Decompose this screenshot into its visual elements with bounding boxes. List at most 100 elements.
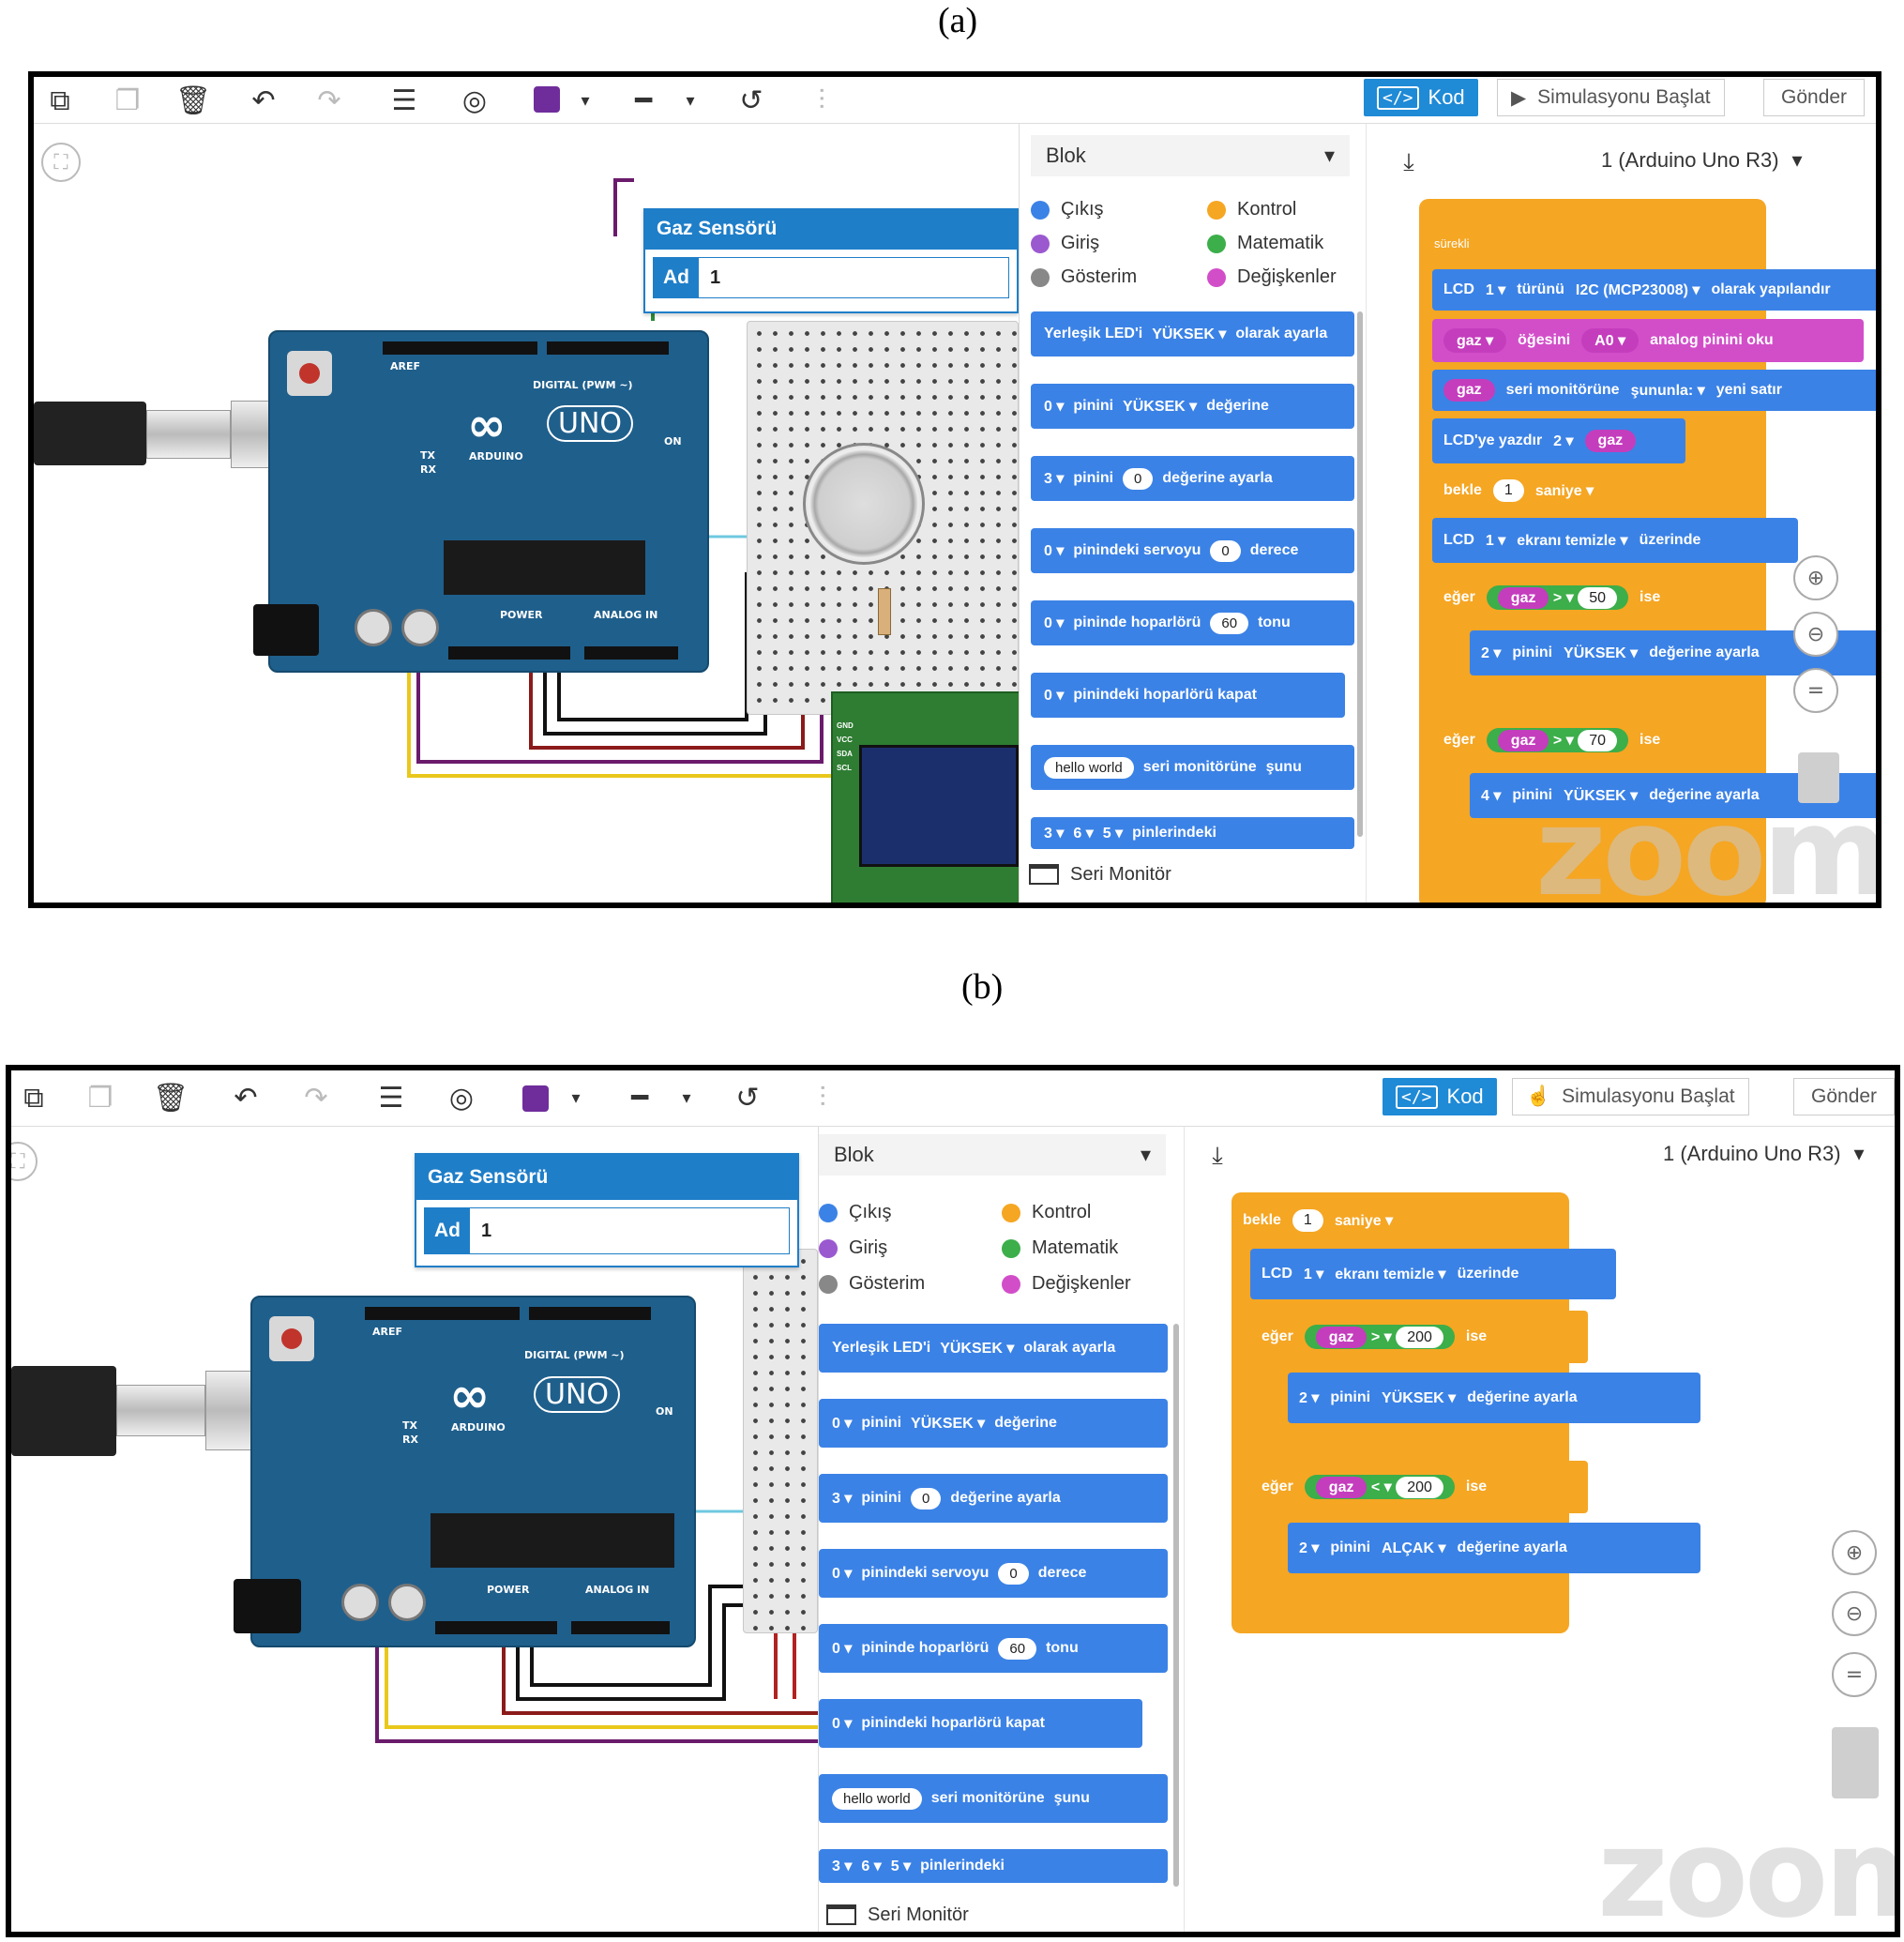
category-variables[interactable]: Değişkenler — [1002, 1273, 1131, 1295]
undo-icon[interactable]: ↶ — [234, 1081, 258, 1115]
undo-icon[interactable]: ↶ — [251, 83, 276, 117]
fit-icon[interactable]: = — [1793, 668, 1838, 713]
mirror-icon[interactable]: ⫶ — [819, 1081, 826, 1115]
reset-button[interactable] — [287, 351, 332, 396]
mirror-icon[interactable]: ⫶ — [818, 83, 825, 117]
category-input[interactable]: Giriş — [819, 1237, 887, 1259]
color-swatch-icon[interactable] — [522, 1085, 549, 1112]
arduino-uno-board[interactable]: DIGITAL (PWM ~) AREF ∞ UNO ARDUINO TX RX… — [253, 330, 709, 673]
annotation-icon[interactable]: ◎ — [461, 83, 488, 117]
chevron-down-icon[interactable]: ▾ — [571, 1087, 581, 1108]
serial-monitor-button[interactable]: Seri Monitör — [1029, 856, 1357, 893]
wire-type-icon[interactable]: ━ — [634, 83, 653, 117]
new-shape-icon[interactable]: ⧉ — [23, 1081, 44, 1115]
new-shape-icon[interactable]: ⧉ — [50, 83, 70, 117]
name-field-value[interactable]: 1 — [481, 1220, 492, 1241]
palette-scrollbar[interactable] — [1173, 1324, 1179, 1887]
annotation-icon[interactable]: ◎ — [448, 1081, 475, 1115]
trash-icon[interactable] — [1832, 1727, 1879, 1798]
name-field[interactable]: Ad 1 — [653, 257, 1009, 298]
category-display[interactable]: Gösterim — [1031, 266, 1137, 288]
send-button[interactable]: Gönder — [1793, 1078, 1895, 1115]
category-variables[interactable]: Değişkenler — [1207, 266, 1337, 288]
serial-monitor-button[interactable]: Seri Monitör — [826, 1896, 1164, 1932]
circuit-canvas[interactable]: ⛶ DIGITAL (PWM ~) AREF ∞ UNO ARDUINO — [11, 1127, 818, 1932]
palette-mode-dropdown[interactable]: Blok▾ — [1031, 135, 1350, 176]
device-dropdown[interactable]: 1 (Arduino Uno R3)▾ — [1663, 1142, 1865, 1166]
category-display[interactable]: Gösterim — [819, 1273, 925, 1295]
redo-icon[interactable]: ↷ — [304, 1081, 328, 1115]
gas-sensor[interactable] — [803, 443, 925, 565]
start-simulation-button[interactable]: ☝Simulasyonu Başlat — [1512, 1078, 1749, 1115]
code-button[interactable]: </>Kod — [1383, 1078, 1497, 1115]
reset-button[interactable] — [269, 1316, 314, 1361]
category-control[interactable]: Kontrol — [1207, 199, 1296, 220]
copy-icon[interactable]: ❐ — [87, 1081, 113, 1115]
chevron-down-icon[interactable]: ▾ — [686, 90, 695, 111]
arduino-uno-board[interactable]: DIGITAL (PWM ~) AREF ∞ UNO ARDUINO TX RX… — [234, 1296, 696, 1647]
download-icon[interactable]: ⤓ — [1403, 147, 1414, 176]
notes-icon[interactable]: ☰ — [378, 1081, 404, 1115]
circuit-canvas[interactable]: ⛶ DIGITAL (PWM ~) — [34, 124, 1028, 903]
palette-block[interactable]: 0 ▾pinindeki hoparlörü kapat — [819, 1699, 1142, 1748]
palette-block[interactable]: 3 ▾6 ▾5 ▾pinlerindeki — [1031, 817, 1354, 849]
lcd-module[interactable]: GND VCC SDA SCL — [831, 691, 1028, 903]
code-button[interactable]: </>Kod — [1364, 79, 1478, 116]
category-output[interactable]: Çıkış — [1031, 199, 1104, 220]
zoom-in-icon[interactable]: ⊕ — [1832, 1530, 1877, 1575]
name-field-value[interactable]: 1 — [710, 266, 721, 288]
category-control[interactable]: Kontrol — [1002, 1202, 1091, 1223]
wire-type-icon[interactable]: ━ — [630, 1081, 649, 1115]
delete-icon[interactable]: 🗑 — [152, 1081, 189, 1115]
rotate-icon[interactable]: ↺ — [735, 1081, 760, 1115]
fit-view-icon[interactable]: ⛶ — [41, 143, 81, 182]
device-dropdown[interactable]: 1 (Arduino Uno R3)▾ — [1601, 148, 1803, 173]
notes-icon[interactable]: ☰ — [391, 83, 417, 117]
trash-icon[interactable] — [1798, 752, 1839, 803]
delete-icon[interactable]: 🗑 — [174, 83, 212, 117]
redo-icon[interactable]: ↷ — [317, 83, 341, 117]
name-field[interactable]: Ad 1 — [424, 1207, 790, 1254]
category-output[interactable]: Çıkış — [819, 1202, 892, 1223]
category-input[interactable]: Giriş — [1031, 233, 1099, 254]
download-icon[interactable]: ⤓ — [1212, 1141, 1223, 1170]
chevron-down-icon[interactable]: ▾ — [581, 90, 590, 111]
start-simulation-button[interactable]: ▶Simulasyonu Başlat — [1497, 79, 1725, 116]
palette-block[interactable]: 0 ▾pinindeki hoparlörü kapat — [1031, 673, 1345, 718]
palette-scrollbar[interactable] — [1357, 311, 1363, 837]
color-swatch-icon[interactable] — [534, 86, 560, 113]
category-math[interactable]: Matematik — [1207, 233, 1323, 254]
zoom-out-icon[interactable]: ⊖ — [1832, 1591, 1877, 1636]
category-math[interactable]: Matematik — [1002, 1237, 1118, 1259]
palette-block[interactable]: 3 ▾6 ▾5 ▾pinlerindeki — [819, 1849, 1168, 1883]
chevron-down-icon[interactable]: ▾ — [682, 1087, 691, 1108]
send-button[interactable]: Gönder — [1763, 79, 1866, 116]
fit-icon[interactable]: = — [1832, 1652, 1877, 1697]
zoom-in-icon[interactable]: ⊕ — [1793, 555, 1838, 600]
zoom-out-icon[interactable]: ⊖ — [1793, 612, 1838, 657]
